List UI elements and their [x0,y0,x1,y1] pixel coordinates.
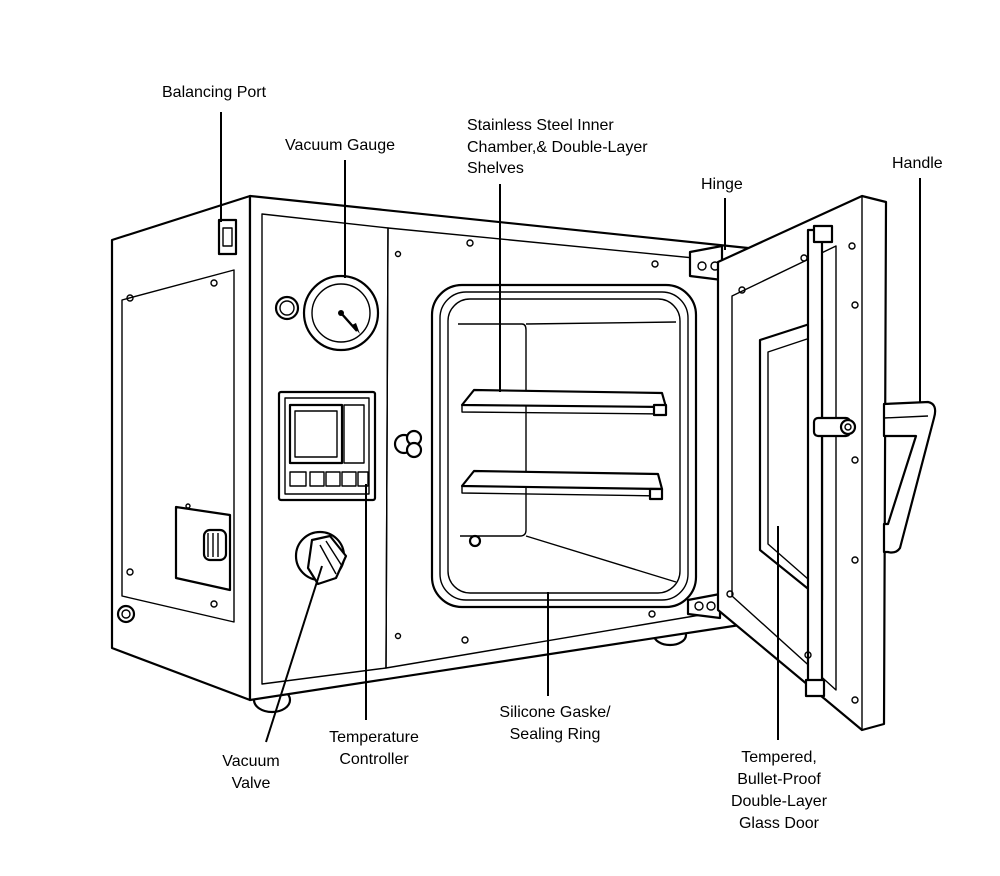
label-valve-line-1: Vacuum [222,753,280,770]
door-latch-pin [812,416,857,438]
label-vacuum-gauge: Vacuum Gauge [285,137,395,154]
label-handle: Handle [892,155,943,172]
label-glass-door-line-1: Tempered, [741,749,817,766]
label-temperature-line-2: Controller [339,751,409,768]
label-glass-door-line-4: Glass Door [739,815,820,832]
label-temperature-line-1: Temperature [329,729,419,746]
side-inner-panel [121,269,235,623]
side-fitting [116,604,136,624]
chamber-opening [430,283,698,609]
labels: Balancing Port Vacuum Gauge Stainless St… [162,84,943,832]
temperature-controller-icon [277,390,377,502]
hinge-lower-icon [686,592,722,620]
upper-shelf [460,388,668,409]
door-inner-face [731,245,837,691]
label-silicone-line-2: Sealing Ring [510,726,601,743]
door-latch-icon [393,429,423,459]
label-glass-door-line-2: Bullet-Proof [737,771,821,788]
vacuum-valve-icon [294,530,348,586]
label-chamber-line-1: Stainless Steel Inner [467,117,614,134]
side-knob [202,528,228,562]
leader-valve [265,565,323,743]
label-hinge: Hinge [701,176,743,193]
label-glass-door-line-3: Double-Layer [731,793,828,810]
small-port [274,295,300,321]
label-chamber-line-2: Chamber,& Double-Layer [467,139,648,156]
label-silicone-line-1: Silicone Gaske/ [499,704,611,721]
label-valve-line-2: Valve [232,775,271,792]
oven-body [110,194,750,714]
leader-lines [220,112,921,743]
label-chamber-line-3: Shelves [467,160,524,177]
label-balancing-port: Balancing Port [162,84,267,101]
open-door [716,194,937,732]
vacuum-gauge-icon [302,274,380,352]
handle-icon [882,400,937,554]
balancing-port-icon [217,218,238,256]
